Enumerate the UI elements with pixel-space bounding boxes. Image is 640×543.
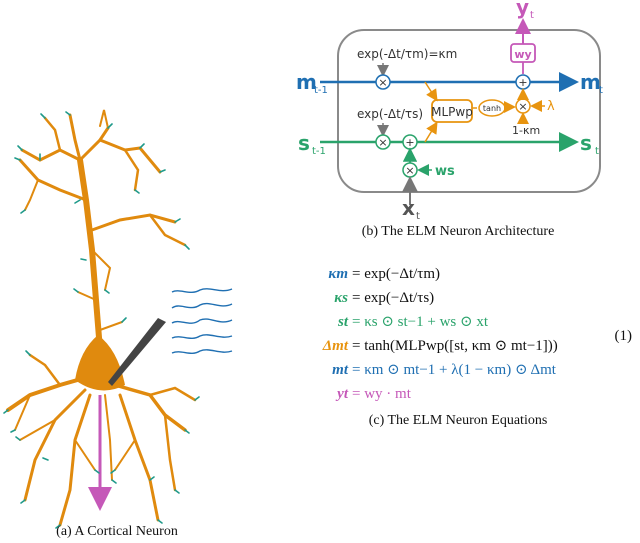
eq-4-rhs: = tanh(MLPwp([st, κm ⊙ mt−1])) — [352, 338, 558, 354]
caption-b: (b) The ELM Neuron Architecture — [362, 224, 555, 239]
svg-text:×: × — [378, 76, 387, 89]
s-out-sub: t — [595, 146, 599, 157]
w-y-label: wy — [514, 48, 531, 61]
caption-c: (c) The ELM Neuron Equations — [369, 413, 548, 428]
mlp-block — [431, 99, 473, 123]
x-input-label: x — [402, 196, 415, 220]
cortical-neuron — [3, 109, 233, 529]
m-out-label: m — [580, 70, 601, 94]
svg-text:×: × — [378, 136, 387, 149]
svg-text:×: × — [518, 100, 527, 113]
eq-3-lhs: st — [337, 314, 349, 330]
multiply-node-m — [375, 74, 391, 90]
tanh-label: tanh — [483, 104, 501, 113]
s-in-label: s — [298, 131, 310, 155]
eq-1-lhs: κm — [328, 266, 348, 282]
m-in-sub: t-1 — [314, 85, 328, 96]
x-input-sub: t — [416, 211, 420, 222]
s-in-sub: t-1 — [312, 146, 326, 157]
eq-2-lhs: κs — [334, 290, 348, 306]
caption-a: (a) A Cortical Neuron — [56, 524, 178, 539]
apical-dendrites — [18, 109, 187, 353]
multiply-node-s — [375, 134, 391, 150]
recorded-traces — [171, 288, 233, 354]
svg-text:+: + — [518, 76, 527, 89]
eq-2-rhs: = exp(−Δt/τs) — [352, 290, 434, 306]
svg-text:+: + — [405, 136, 414, 149]
m-in-label: m — [296, 70, 317, 94]
w-s-label: ws — [435, 164, 455, 179]
eq-6-lhs: yt — [335, 386, 349, 402]
decay-s-label: exp(-Δt/τs) — [357, 107, 423, 121]
m-out-sub: t — [599, 85, 603, 96]
eq-6-rhs: = wy · mt — [352, 386, 412, 402]
elm-equations: κm = exp(−Δt/τm) κs = exp(−Δt/τs) st = κ… — [322, 266, 558, 402]
electrode — [108, 318, 166, 386]
eq-3-rhs: = κs ⊙ st−1 + ws ⊙ xt — [352, 314, 489, 330]
one-minus-kappa-label: 1-κm — [512, 124, 540, 137]
y-output-label: y — [516, 0, 529, 19]
decay-m-label: exp(-Δt/τm)=κm — [357, 47, 457, 61]
eq-1-rhs: = exp(−Δt/τm) — [352, 266, 440, 282]
svg-text:×: × — [405, 164, 414, 177]
eq-5-rhs: = κm ⊙ mt−1 + λ(1 − κm) ⊙ Δmt — [352, 362, 557, 378]
basal-dendrites — [6, 353, 197, 527]
soma — [75, 335, 125, 391]
mlp-label: MLPwp — [431, 105, 473, 119]
equation-number: (1) — [615, 328, 633, 344]
elm-architecture: m t-1 m t s t-1 s t exp(-Δt/τm)=κm exp(-… — [296, 0, 603, 222]
lambda-label: λ — [547, 99, 555, 114]
s-out-label: s — [580, 131, 592, 155]
y-output-sub: t — [530, 10, 534, 21]
eq-4-lhs: Δmt — [322, 338, 349, 354]
dendritic-spines — [3, 111, 200, 529]
cell-box — [337, 29, 601, 193]
eq-5-lhs: mt — [332, 362, 349, 378]
